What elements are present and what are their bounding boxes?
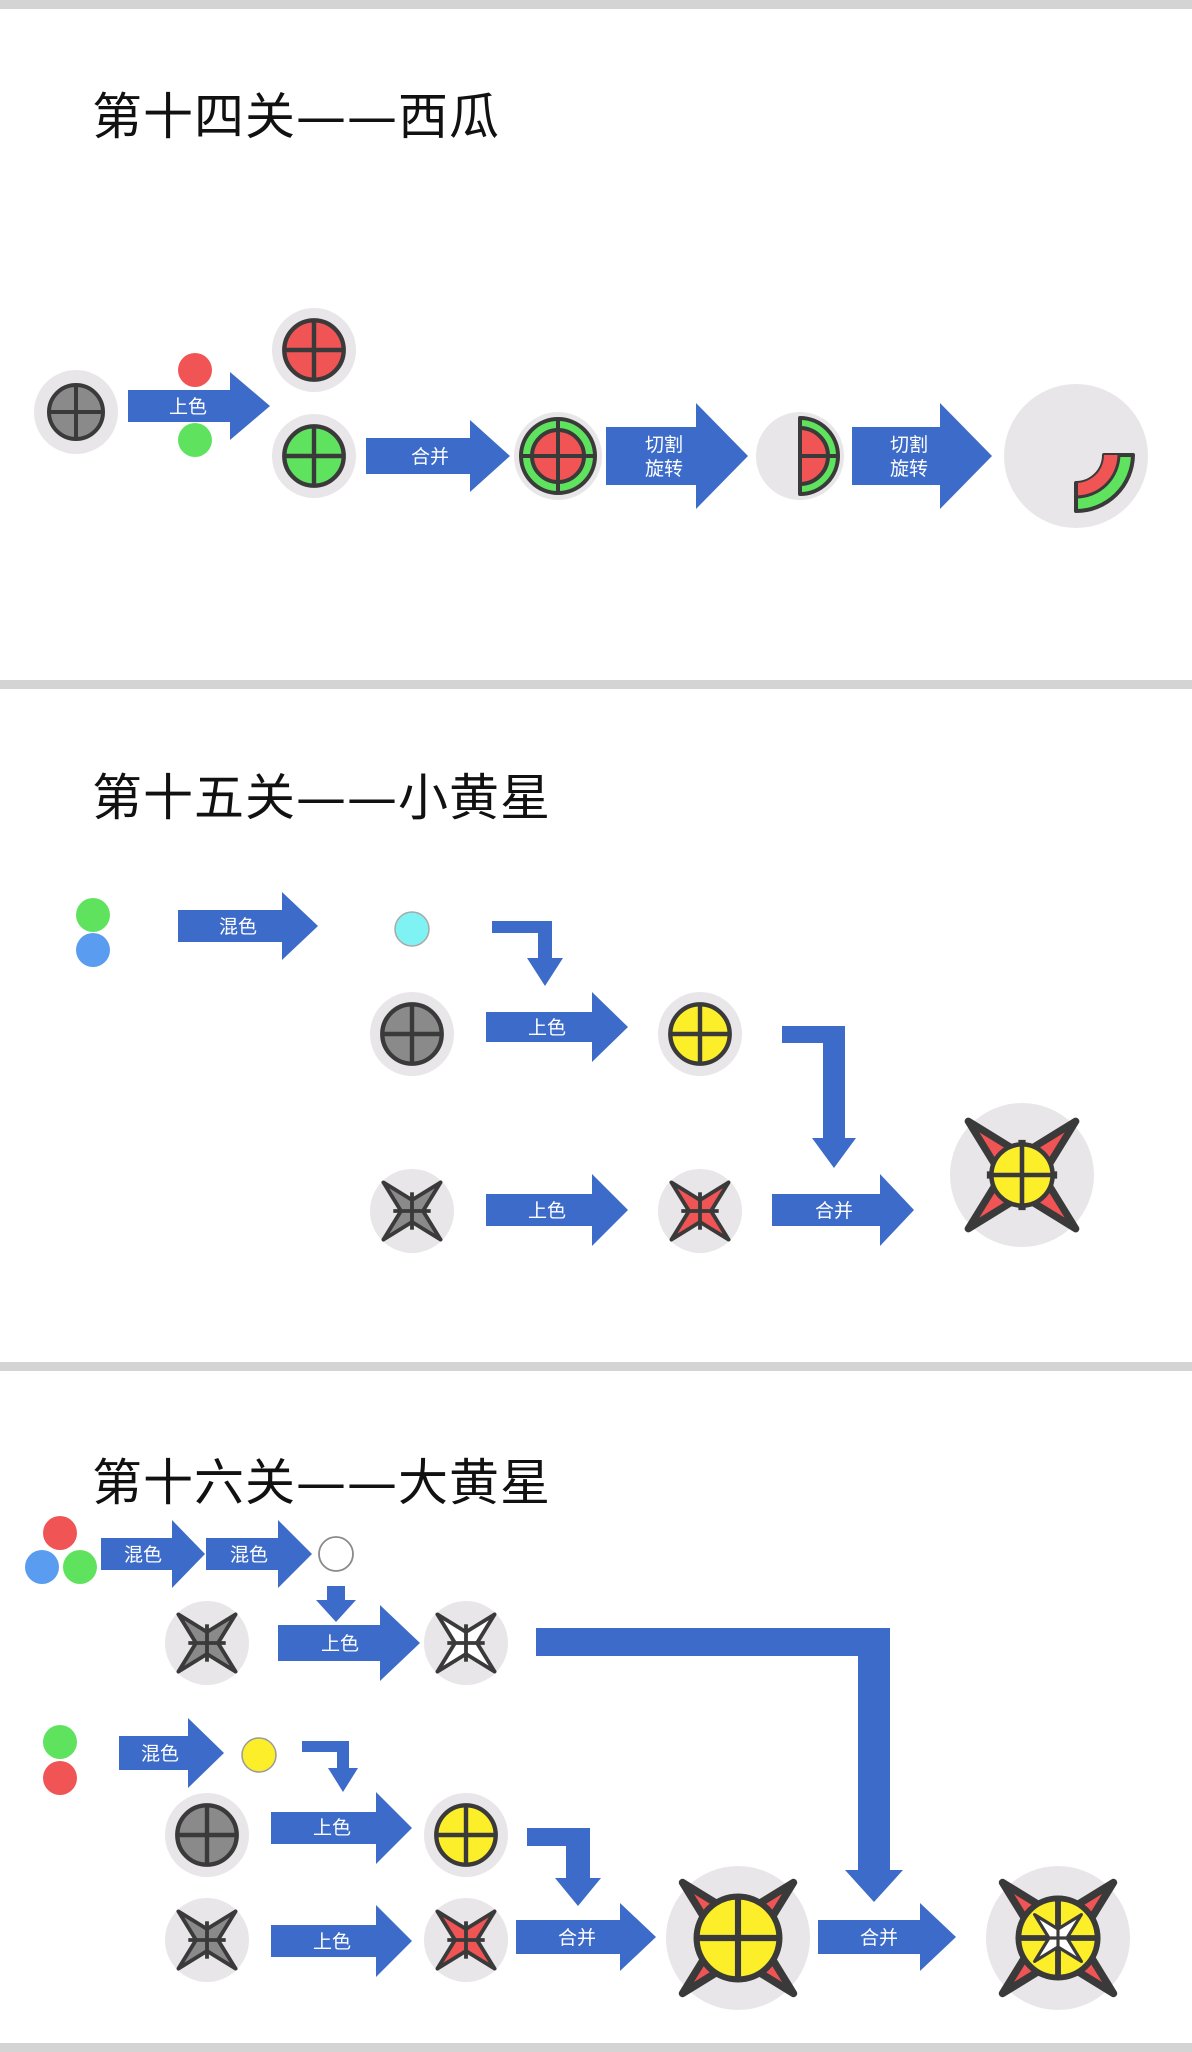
gray-star-shape-2 [165,1898,249,1982]
cut-rotate-arrow-1: 切割 旋转 [606,403,748,509]
mix-arrow-1: 混色 [101,1520,205,1588]
gray-circle-shape [34,370,118,454]
cyan-paint-dot [394,911,430,947]
red-star-shape [658,1169,742,1253]
color-star-arrow-label: 上色 [528,1200,566,1222]
color-arrow-label: 上色 [169,396,207,418]
color-white-star-arrow-label: 上色 [321,1633,359,1655]
cut-rotate-1-line1: 切割 [645,434,683,456]
down-elbow-arrow [492,921,563,986]
white-paint-dot [318,1536,354,1572]
mix-arrow-label: 混色 [219,916,257,938]
panel-level-14: 第十四关——西瓜 [0,9,1192,680]
green-paint-dot [76,898,110,932]
green-circle-shape [272,414,356,498]
merge-arrow-2: 合并 [818,1903,956,1971]
gray-star-shape [370,1169,454,1253]
color-arrow: 上色 [128,372,270,440]
level-16-title: 第十六关——大黄星 [92,1454,551,1512]
yellow-paint-dot [241,1737,277,1773]
down-elbow-arrow-4 [527,1828,601,1906]
color-circle-arrow-label: 上色 [313,1817,351,1839]
gray-circle-shape [165,1793,249,1877]
merge-arrow-1-label: 合并 [558,1927,596,1949]
down-arrow [316,1586,356,1622]
color-star-arrow-label: 上色 [313,1931,351,1953]
cut-rotate-arrow-2: 切割 旋转 [852,403,992,509]
top-divider [0,0,1192,9]
merge-arrow-1: 合并 [516,1903,656,1971]
red-star-shape [424,1898,508,1982]
small-yellow-star-result [950,1103,1094,1247]
white-star-shape [424,1601,508,1685]
merge-arrow-2-label: 合并 [860,1927,898,1949]
blue-paint-dot [76,933,110,967]
merge-arrow: 合并 [772,1174,914,1246]
watermelon-quarter-result [1004,384,1148,528]
merge-arrow: 合并 [366,420,510,492]
color-circle-arrow: 上色 [271,1792,412,1864]
color-circle-arrow: 上色 [486,992,628,1062]
color-star-arrow: 上色 [271,1905,412,1977]
cut-rotate-2-line1: 切割 [890,434,928,456]
level-15-title: 第十五关——小黄星 [92,769,551,827]
cut-rotate-2-line2: 旋转 [890,458,928,480]
down-elbow-arrow-3 [302,1741,358,1792]
intermediate-yellow-star [666,1866,810,2010]
green-paint-dot [178,423,212,457]
mix-arrow-2: 混色 [206,1520,312,1588]
red-paint-dot [43,1516,77,1550]
half-watermelon-shape [756,412,844,500]
gray-circle-shape [370,992,454,1076]
color-star-arrow: 上色 [486,1174,628,1246]
level-14-title: 第十四关——西瓜 [92,88,500,146]
big-yellow-star-result [986,1866,1130,2010]
mix-arrow-1-label: 混色 [124,1544,162,1566]
divider-1 [0,680,1192,689]
mix-arrow-3: 混色 [119,1718,224,1788]
divider-2 [0,1362,1192,1371]
green-paint-dot [63,1550,97,1584]
level-15-diagram: 混色 上色 上色 合并 [76,892,1094,1253]
level-16-diagram: 混色 混色 上色 混色 [25,1516,1130,2010]
yellow-circle-shape [658,992,742,1076]
bottom-divider [0,2043,1192,2052]
blue-paint-dot [25,1550,59,1584]
mix-arrow-2-label: 混色 [230,1544,268,1566]
green-paint-dot [43,1725,77,1759]
yellow-circle-shape [424,1793,508,1877]
watermelon-merged-shape [514,412,602,500]
level-14-diagram: 上色 合并 切割 旋转 [34,308,1148,528]
mix-arrow-3-label: 混色 [141,1743,179,1765]
long-elbow-arrow [536,1628,903,1902]
color-circle-arrow-label: 上色 [528,1017,566,1039]
gray-star-shape [165,1601,249,1685]
color-white-star-arrow: 上色 [278,1605,420,1681]
mix-arrow: 混色 [178,892,318,960]
down-elbow-arrow-2 [782,1026,856,1168]
red-paint-dot [43,1761,77,1795]
merge-arrow-label: 合并 [411,446,449,468]
merge-arrow-label: 合并 [815,1200,853,1222]
red-paint-dot [178,353,212,387]
red-circle-shape [272,308,356,392]
cut-rotate-1-line2: 旋转 [645,458,683,480]
